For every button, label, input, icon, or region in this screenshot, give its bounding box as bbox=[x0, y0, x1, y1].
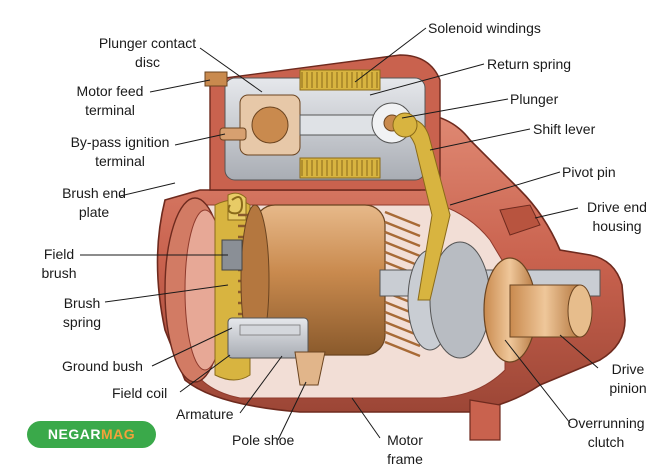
armature-winding-stroke bbox=[384, 240, 421, 258]
label-armature: Armature bbox=[176, 406, 234, 422]
leader-plunger-contact-disc bbox=[199, 47, 263, 93]
armature-winding-stroke bbox=[384, 220, 421, 238]
label-overrunning-clutch: Overrunning clutch bbox=[567, 415, 645, 450]
label-drive-end-housing: Drive end housing bbox=[587, 199, 647, 234]
leader-field-coil bbox=[179, 354, 231, 393]
label-plunger-contact-disc: Plunger contact disc bbox=[98, 35, 197, 70]
label-brush-end-plate: Brush end plate bbox=[62, 185, 126, 220]
leader-brush-spring bbox=[104, 284, 229, 303]
label-pivot-pin: Pivot pin bbox=[562, 164, 616, 180]
logo-text-part1: NEGAR bbox=[47, 426, 101, 442]
brush-spring bbox=[227, 195, 244, 215]
label-ground-bush: Ground bush bbox=[62, 358, 143, 374]
drive-pinion bbox=[483, 257, 593, 363]
logo-text-part2: MAG bbox=[100, 426, 136, 442]
label-return-spring: Return spring bbox=[487, 56, 572, 72]
leader-plunger bbox=[401, 98, 509, 119]
leader-bypass-ignition-terminal bbox=[174, 133, 226, 146]
armature-winding-stroke bbox=[384, 330, 421, 348]
label-field-coil: Field coil bbox=[112, 385, 168, 401]
motor-feed-terminal bbox=[204, 71, 228, 87]
leader-drive-end-housing bbox=[534, 207, 579, 219]
leader-armature bbox=[239, 355, 283, 414]
leader-pivot-pin bbox=[449, 171, 561, 206]
shift-lever bbox=[392, 112, 451, 301]
armature-winding-stroke bbox=[384, 340, 421, 358]
label-solenoid-windings: Solenoid windings bbox=[428, 20, 541, 36]
leader-drive-pinion bbox=[559, 334, 599, 369]
leader-motor-feed-terminal bbox=[149, 79, 211, 93]
label-drive-pinion: Drive pinion bbox=[609, 361, 647, 396]
label-shift-lever: Shift lever bbox=[533, 121, 596, 137]
armature-winding-stroke bbox=[384, 210, 421, 228]
leader-solenoid-windings bbox=[354, 27, 427, 83]
label-field-brush: Field brush bbox=[41, 246, 77, 281]
leader-ground-bush bbox=[151, 327, 233, 367]
leader-return-spring bbox=[369, 63, 485, 96]
label-bypass-ignition-terminal: By-pass ignition terminal bbox=[70, 134, 170, 169]
leader-shift-lever bbox=[429, 128, 531, 151]
label-motor-frame: Motor frame bbox=[387, 432, 423, 467]
armature-winding-stroke bbox=[384, 250, 421, 268]
ground-bush bbox=[227, 317, 309, 359]
leader-brush-end-plate bbox=[119, 182, 176, 197]
leader-pole-shoe bbox=[277, 381, 307, 441]
leader-lines bbox=[80, 27, 599, 441]
label-plunger: Plunger bbox=[510, 91, 559, 107]
solenoid-windings bbox=[301, 72, 378, 176]
bypass-ignition-terminal bbox=[219, 127, 247, 141]
label-motor-feed-terminal: Motor feed terminal bbox=[76, 83, 144, 118]
pole-shoe bbox=[294, 351, 326, 386]
leader-overrunning-clutch bbox=[504, 339, 571, 424]
armature-winding-stroke bbox=[384, 230, 421, 248]
leader-motor-frame bbox=[351, 397, 381, 439]
label-pole-shoe: Pole shoe bbox=[232, 432, 295, 448]
negarmag-logo: NEGARMAG bbox=[27, 421, 156, 448]
label-brush-spring: Brush spring bbox=[62, 295, 102, 330]
